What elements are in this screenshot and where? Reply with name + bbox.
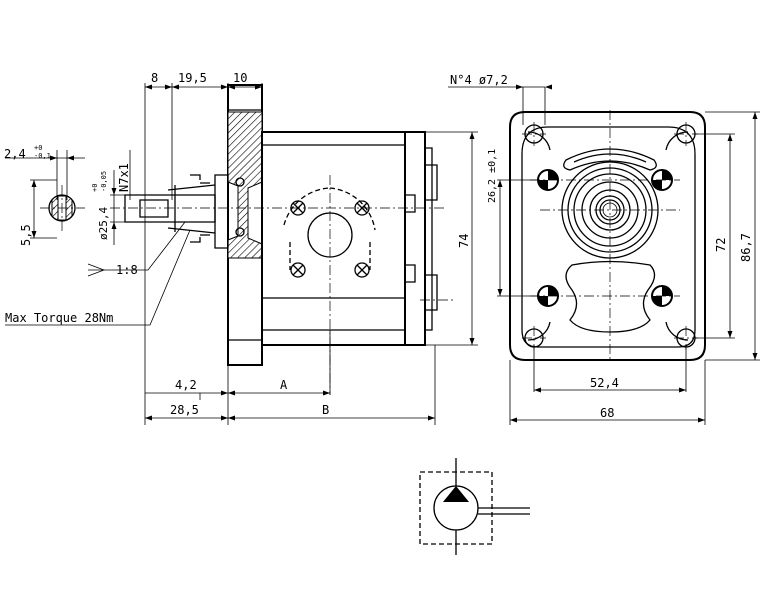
dim-a-label: A <box>280 378 288 392</box>
dim-68-label: 68 <box>600 406 614 420</box>
dim-4-2-label: 4,2 <box>175 378 197 392</box>
dim-28-5-label: 28,5 <box>170 403 199 417</box>
dim-26-2-label: 26,2 ±0,1 <box>487 149 498 203</box>
taper-ratio-label: 1:8 <box>116 263 138 277</box>
port-bolt-hole <box>290 262 306 278</box>
dim-25-4-label: ø25,4 <box>97 207 110 240</box>
dim-b-label: B <box>322 403 329 417</box>
shaft-key-detail <box>5 150 85 239</box>
front-dimensions <box>448 84 760 425</box>
dim-25-4-tol-upper: +0 <box>91 184 99 192</box>
dim-52-4-label: 52,4 <box>590 376 619 390</box>
mounting-hole <box>522 122 546 146</box>
dim-10-label: 10 <box>233 71 247 85</box>
port-bolt-hole <box>354 262 370 278</box>
dim-2-4-tol-lower: -0,1 <box>34 152 51 160</box>
bottom-dimensions <box>145 330 436 425</box>
dim-2-4-label: 2,4 <box>4 147 26 161</box>
side-view <box>110 84 455 395</box>
dim-19-5-label: 19,5 <box>178 71 207 85</box>
dim-n7x1-label: N7x1 <box>117 163 131 192</box>
front-view <box>509 110 706 361</box>
height-74-dimension <box>405 131 478 346</box>
dim-86-7-label: 86,7 <box>739 233 753 262</box>
taper-leader <box>5 221 191 326</box>
shaft-dimensions <box>110 150 131 245</box>
mounting-hole <box>674 122 698 146</box>
dim-2-4-tol-upper: +0 <box>34 144 42 152</box>
dim-25-4-tol-lower: -0,05 <box>100 171 108 192</box>
dim-72-label: 72 <box>714 238 728 252</box>
dim-5-5-label: 5,5 <box>19 224 33 246</box>
dim-74-label: 74 <box>457 234 471 248</box>
pump-symbol-icon <box>419 458 530 555</box>
max-torque-label: Max Torque 28Nm <box>5 311 113 325</box>
dim-8-label: 8 <box>151 71 158 85</box>
top-dimensions <box>144 83 263 425</box>
holes-label: N°4 ø7,2 <box>450 73 508 87</box>
